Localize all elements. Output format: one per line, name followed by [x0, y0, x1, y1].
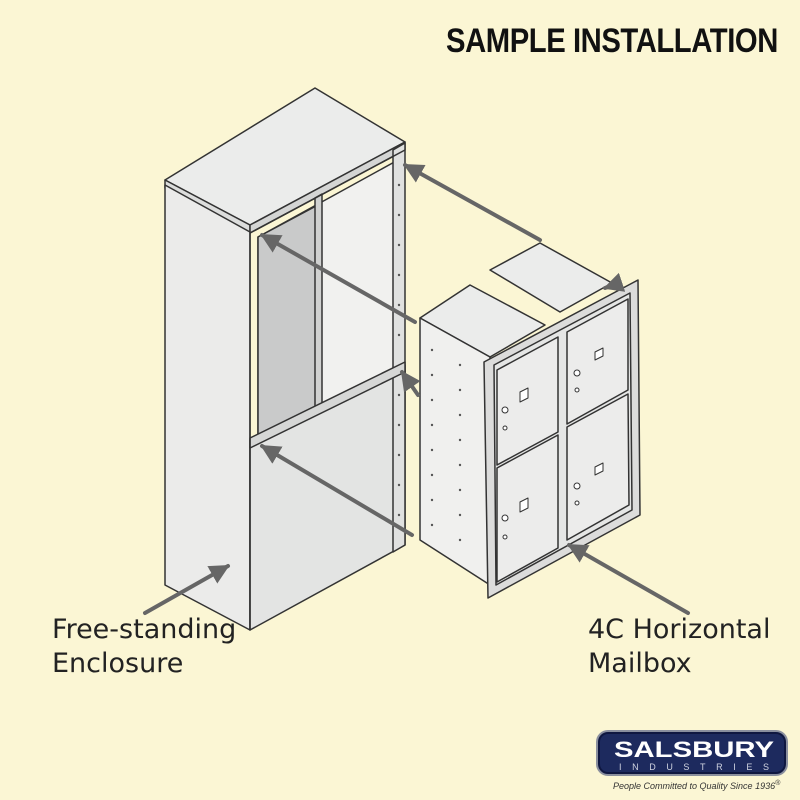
arrow-to-enclosure-top-right	[403, 163, 542, 242]
mailbox-door-top-right	[566, 298, 629, 425]
mailbox-side	[419, 317, 491, 586]
pointer-enclosure	[143, 564, 230, 615]
arrow-to-enclosure-top-left	[260, 233, 417, 324]
mailbox-label-line2: Mailbox	[588, 648, 692, 679]
enclosure	[164, 87, 406, 631]
pointer-mailbox	[567, 543, 690, 615]
tagline-text: People Committed to Quality Since 1936	[613, 781, 776, 791]
mailbox-side-holes	[430, 348, 462, 542]
enclosure-label-line1: Free-standing	[52, 614, 237, 645]
enclosure-label: Free-standing Enclosure	[52, 613, 236, 681]
mailbox-door-top-left	[496, 336, 559, 466]
mailbox-label-line1: 4C Horizontal	[588, 614, 771, 645]
salsbury-logo: SALSBURY INDUSTRIES	[596, 730, 788, 776]
enclosure-left-side	[164, 184, 251, 631]
arrow-to-enclosure-shelf-right	[400, 370, 421, 397]
arrow-to-mailbox-top	[603, 272, 626, 292]
page-title: SAMPLE INSTALLATION	[446, 22, 778, 60]
enclosure-label-line2: Enclosure	[52, 648, 184, 679]
registered-mark: ®	[775, 780, 781, 787]
mailbox-locks	[501, 369, 581, 540]
mailbox-label: 4C Horizontal Mailbox	[588, 613, 770, 681]
brand-tagline: People Committed to Quality Since 1936®	[613, 780, 780, 791]
logo-subtext: INDUSTRIES	[619, 762, 769, 772]
logo-text: SALSBURY	[614, 737, 774, 762]
arrow-to-enclosure-shelf-left	[260, 444, 414, 537]
enclosure-rivets	[397, 183, 401, 517]
mailbox	[419, 242, 641, 599]
